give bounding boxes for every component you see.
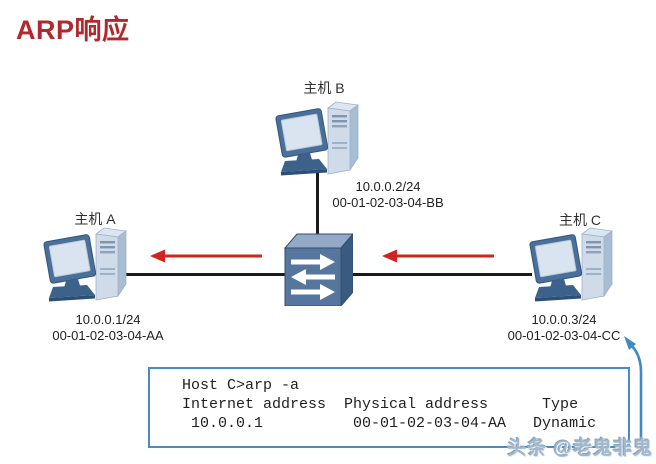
hostA-pc-icon [40,226,132,304]
arp-table-box: Host C>arp -a Internet address Physical a… [148,367,630,448]
hostC-address: 10.0.0.3/24 00-01-02-03-04-CC [486,312,642,344]
link-hostA-switch [120,273,290,276]
ethernet-switch-icon [283,232,353,306]
hostB-label: 主机 B [303,80,345,96]
link-hostB-switch [316,172,319,238]
hostC-mac: 00-01-02-03-04-CC [507,328,621,343]
arp-table-header: Internet address Physical address Type [182,396,579,413]
hostC-label: 主机 C [559,212,601,228]
page-title: ARP响应 [16,15,130,45]
link-hostC-switch [348,273,532,276]
hostA-ip: 10.0.0.1/24 [75,312,141,327]
hostA-address: 10.0.0.1/24 00-01-02-03-04-AA [30,312,186,344]
hostA-mac: 00-01-02-03-04-AA [52,328,164,343]
hostB-address: 10.0.0.2/24 00-01-02-03-04-BB [323,179,453,211]
arp-table-output: Host C>arp -a Internet address Physical a… [150,369,628,433]
hostC-ip: 10.0.0.3/24 [531,312,597,327]
arp-reply-arrow-hostC-to-switch [382,249,494,263]
hostA-label: 主机 A [74,211,116,227]
arp-command-line: Host C>arp -a [182,377,300,394]
hostC-pc-icon [526,226,618,304]
hostB-mac: 00-01-02-03-04-BB [332,195,444,210]
arp-table-row: 10.0.0.1 00-01-02-03-04-AA Dynamic [182,415,597,432]
hostB-pc-icon [272,100,364,178]
arp-reply-arrow-switch-to-hostA [150,249,262,263]
callout-arrow-icon [624,336,643,446]
hostB-ip: 10.0.0.2/24 [355,179,421,194]
watermark: 头条 @老鬼非鬼 [507,438,653,459]
